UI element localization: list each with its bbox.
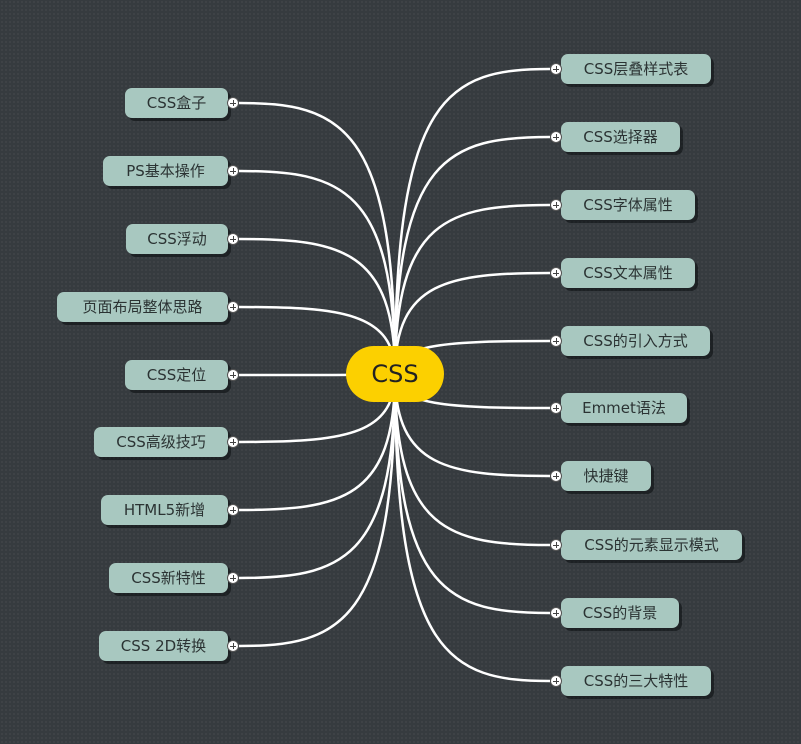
- connector-right-8: [393, 373, 551, 547]
- right-topic-3[interactable]: CSS字体属性: [561, 190, 695, 220]
- expand-plus-icon[interactable]: [550, 470, 562, 482]
- connector-left-2: [238, 169, 397, 375]
- left-topic-1[interactable]: CSS盒子: [125, 88, 228, 118]
- expand-plus-icon[interactable]: [227, 165, 239, 177]
- expand-plus-icon[interactable]: [550, 539, 562, 551]
- right-topic-1[interactable]: CSS层叠样式表: [561, 54, 711, 84]
- right-topic-10[interactable]: CSS的三大特性: [561, 666, 711, 696]
- central-topic[interactable]: CSS: [346, 346, 444, 402]
- left-topic-7[interactable]: HTML5新增: [101, 495, 228, 525]
- expand-plus-icon[interactable]: [550, 199, 562, 211]
- connector-right-4: [393, 271, 551, 375]
- connector-left-9: [238, 373, 397, 648]
- connector-right-10: [393, 373, 551, 683]
- expand-plus-icon[interactable]: [227, 436, 239, 448]
- left-topic-8[interactable]: CSS新特性: [109, 563, 228, 593]
- connector-right-9: [393, 373, 551, 615]
- expand-plus-icon[interactable]: [550, 402, 562, 414]
- right-topic-9[interactable]: CSS的背景: [561, 598, 679, 628]
- connector-left-7: [238, 373, 397, 512]
- right-topic-5[interactable]: CSS的引入方式: [561, 326, 710, 356]
- right-topic-6[interactable]: Emmet语法: [561, 393, 687, 423]
- expand-plus-icon[interactable]: [550, 335, 562, 347]
- expand-plus-icon[interactable]: [550, 131, 562, 143]
- expand-plus-icon[interactable]: [227, 97, 239, 109]
- connector-left-3: [238, 237, 397, 375]
- expand-plus-icon[interactable]: [550, 267, 562, 279]
- left-topic-5[interactable]: CSS定位: [125, 360, 228, 390]
- left-topic-6[interactable]: CSS高级技巧: [94, 427, 228, 457]
- expand-plus-icon[interactable]: [227, 640, 239, 652]
- connector-right-7: [393, 373, 551, 478]
- connector-right-3: [393, 203, 551, 375]
- expand-plus-icon[interactable]: [550, 607, 562, 619]
- right-topic-7[interactable]: 快捷键: [561, 461, 651, 491]
- left-topic-9[interactable]: CSS 2D转换: [99, 631, 228, 661]
- connector-right-2: [393, 135, 551, 375]
- expand-plus-icon[interactable]: [550, 63, 562, 75]
- right-topic-4[interactable]: CSS文本属性: [561, 258, 695, 288]
- right-topic-8[interactable]: CSS的元素显示模式: [561, 530, 742, 560]
- expand-plus-icon[interactable]: [227, 369, 239, 381]
- connector-left-1: [238, 101, 397, 375]
- left-topic-2[interactable]: PS基本操作: [103, 156, 228, 186]
- left-topic-4[interactable]: 页面布局整体思路: [57, 292, 228, 322]
- expand-plus-icon[interactable]: [227, 301, 239, 313]
- right-topic-2[interactable]: CSS选择器: [561, 122, 680, 152]
- connector-left-8: [238, 373, 397, 580]
- connector-right-1: [393, 67, 551, 375]
- expand-plus-icon[interactable]: [227, 504, 239, 516]
- expand-plus-icon[interactable]: [227, 572, 239, 584]
- left-topic-3[interactable]: CSS浮动: [126, 224, 228, 254]
- expand-plus-icon[interactable]: [227, 233, 239, 245]
- expand-plus-icon[interactable]: [550, 675, 562, 687]
